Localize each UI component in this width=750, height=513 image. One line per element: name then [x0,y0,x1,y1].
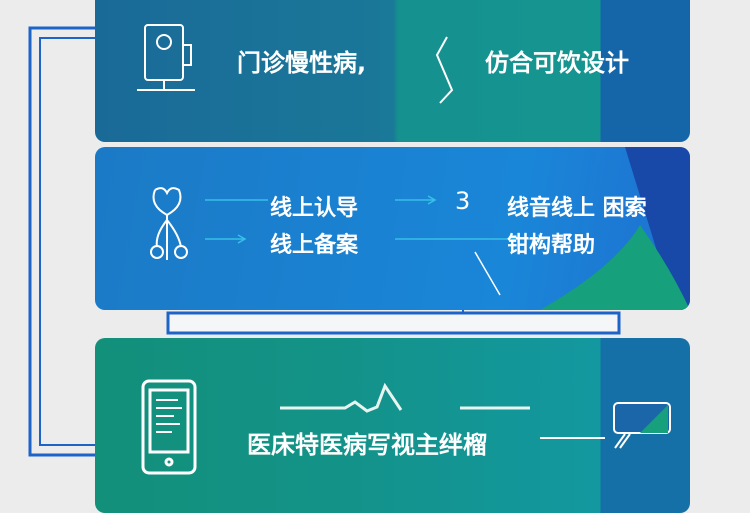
medical-caption: 医床特医病写视主绊榴 [247,431,487,459]
online-consult-label: 线上认导 [270,196,359,221]
step-number: 3 [455,187,471,215]
kiosk-icon [137,24,195,91]
arrows [205,195,547,244]
heartbeat-line [280,382,530,413]
outpatient-text: 门诊慢性病, [237,49,367,77]
panel-medical: 医床特医病写视主绊榴 [95,338,690,513]
panel-online: 线上认导 线上备案 3 线音线上 困索 钳构帮助 [95,147,690,310]
panel-outpatient: 门诊慢性病, 仿合可饮设计 [95,0,690,142]
right-row1: 线音线上 困索 [507,196,647,221]
online-record-label: 线上备案 [270,233,359,258]
arrow-icon [435,36,454,104]
tablet-icon [141,379,197,475]
stethoscope-icon [150,187,188,260]
line-to-screen [540,437,605,439]
decor-corner [474,147,690,310]
design-text: 仿合可饮设计 [485,49,629,77]
right-row2: 钳构帮助 [507,233,596,258]
screen-icon [613,402,671,449]
